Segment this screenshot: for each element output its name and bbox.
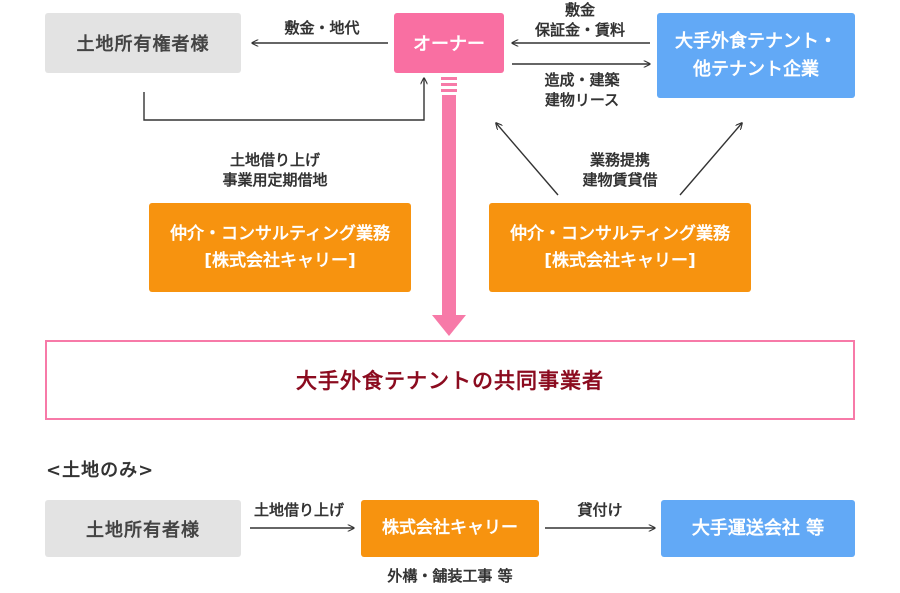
tenant-label-line2: 他テナント企業 [693, 58, 819, 80]
landowner-box: 土地所有権者様 [45, 13, 241, 73]
label-partnership-line2: 建物賃貸借 [582, 171, 658, 189]
label-guarantee-rent-text: 保証金・賃料 [534, 21, 625, 39]
pink-arrow-shaft [442, 95, 456, 315]
carry-box: 株式会社キャリー [361, 500, 539, 557]
bottom-landowner-label: 土地所有者様 [86, 519, 200, 541]
joint-business-box: 大手外食テナントの共同事業者 [45, 340, 855, 420]
label-construction-text: 造成・建築 [544, 71, 620, 89]
bottom-label-lease: 土地借り上げ [244, 500, 354, 520]
arrow-partner-right [679, 123, 742, 196]
consulting-right-line2: [株式会社キャリー] [544, 250, 696, 271]
label-tenant-to-owner: 造成・建築 建物リース [522, 70, 642, 110]
bottom-label-lease-text: 土地借り上げ [253, 501, 344, 519]
label-deposit-rent-text: 敷金・地代 [284, 19, 360, 37]
consulting-box-left: 仲介・コンサルティング業務 [株式会社キャリー] [149, 203, 411, 292]
arrow-partner-left [496, 123, 559, 196]
label-land-lease-line1: 土地借り上げ [229, 151, 320, 169]
pink-dashes [441, 77, 457, 92]
consulting-left-line1: 仲介・コンサルティング業務 [170, 223, 390, 244]
label-partnership: 業務提携 建物賃貸借 [560, 150, 680, 190]
pink-arrow-head [432, 315, 466, 336]
carry-label: 株式会社キャリー [382, 518, 518, 538]
consulting-left-line2: [株式会社キャリー] [204, 250, 356, 271]
label-deposit-rent: 敷金・地代 [272, 18, 372, 38]
bottom-label-works: 外構・舗装工事 等 [360, 566, 540, 586]
arrow-landowner-to-owner [143, 78, 424, 121]
consulting-box-right: 仲介・コンサルティング業務 [株式会社キャリー] [489, 203, 751, 292]
label-land-lease-line2: 事業用定期借地 [222, 171, 328, 189]
tenant-box: 大手外食テナント・ 他テナント企業 [657, 13, 855, 98]
transport-box: 大手運送会社 等 [661, 500, 855, 557]
owner-label: オーナー [413, 34, 485, 55]
consulting-right-line1: 仲介・コンサルティング業務 [510, 223, 730, 244]
bottom-landowner-box: 土地所有者様 [45, 500, 241, 557]
joint-business-label: 大手外食テナントの共同事業者 [296, 369, 604, 393]
label-land-lease: 土地借り上げ 事業用定期借地 [200, 150, 350, 190]
landowner-label: 土地所有権者様 [76, 34, 210, 55]
bottom-label-lend: 貸付け [560, 500, 640, 520]
owner-box: オーナー [394, 13, 504, 73]
tenant-label-line1: 大手外食テナント・ [675, 30, 837, 52]
label-partnership-line1: 業務提携 [589, 151, 650, 169]
bottom-label-works-text: 外構・舗装工事 等 [387, 567, 513, 585]
land-only-heading: <土地のみ> [46, 460, 155, 481]
transport-label: 大手運送会社 等 [691, 517, 825, 539]
bottom-label-lend-text: 貸付け [577, 501, 623, 519]
label-building-lease-text: 建物リース [544, 91, 620, 109]
label-owner-to-tenant: 敷金 保証金・賃料 [520, 0, 640, 40]
label-deposit-text: 敷金 [564, 1, 595, 19]
